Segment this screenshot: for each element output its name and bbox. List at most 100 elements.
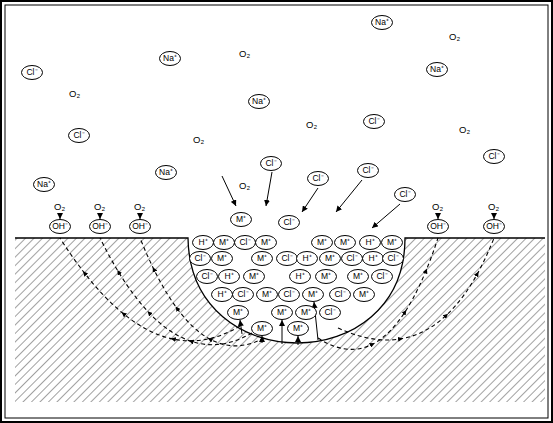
oxygen-label: O₂: [239, 181, 250, 191]
ion-ellipse: [277, 251, 298, 265]
electron-arrowhead: [173, 339, 175, 340]
ion-symbol: M⁺: [347, 269, 369, 284]
electron-arrowhead: [371, 344, 373, 346]
ion-symbol: M⁺: [251, 251, 273, 266]
ion-symbol: Cl⁻: [189, 251, 211, 266]
ion-circle: Cl⁻: [234, 235, 256, 250]
ion-ellipse: [395, 187, 416, 201]
ion-ellipse: [261, 156, 282, 170]
ion-circle: Cl⁻: [319, 305, 341, 320]
oxygen-label: O₂: [488, 202, 499, 212]
ion-circle: OH⁻: [483, 219, 505, 234]
ion-symbol: Cl⁻: [232, 287, 254, 302]
metal-hatching: [15, 238, 545, 402]
ion-circle: H⁺: [218, 269, 240, 284]
ion-circle: Cl⁻: [21, 65, 43, 80]
oxygen-label: O₂: [193, 135, 204, 145]
ion-circle: M⁺: [271, 305, 293, 320]
ion-symbol: Cl⁻: [307, 171, 329, 186]
ion-ellipse: [383, 251, 404, 265]
ion-circle: Na⁺: [248, 94, 270, 109]
ion-ellipse: [382, 235, 403, 249]
ion-ellipse: [348, 269, 369, 283]
ion-ellipse: [279, 287, 300, 301]
electron-arrowhead: [425, 271, 427, 273]
ion-ellipse: [303, 287, 324, 301]
electron-arrowhead: [191, 341, 193, 343]
inner-frame: [5, 5, 548, 418]
ion-circle: OH⁻: [129, 219, 151, 234]
ion-circle: Na⁺: [33, 177, 55, 192]
ion-arrow: [302, 188, 318, 212]
ion-ellipse: [50, 219, 71, 233]
ion-ellipse: [372, 15, 393, 29]
electron-arrowhead: [149, 313, 150, 314]
ion-ellipse: [297, 251, 318, 265]
ion-ellipse: [130, 219, 151, 233]
ion-symbol: OH⁻: [483, 219, 505, 234]
electron-arrowhead: [85, 273, 86, 275]
ion-circle: Cl⁻: [307, 171, 329, 186]
ion-circle: M⁺: [251, 251, 273, 266]
oxygen-label: O₂: [306, 120, 317, 130]
ion-ellipse: [372, 269, 393, 283]
ion-symbol: Na⁺: [426, 62, 448, 77]
ion-circle: Cl⁻: [363, 114, 385, 129]
ion-circle: Na⁺: [371, 15, 393, 30]
ion-circle: M⁺: [381, 235, 403, 250]
ion-circle: M⁺: [319, 251, 341, 266]
oxygen-label: O₂: [459, 125, 470, 135]
ion-circle: Cl⁻: [189, 251, 211, 266]
electron-arrowhead: [210, 339, 212, 341]
ion-ellipse: [279, 215, 300, 229]
ion-ellipse: [484, 149, 505, 163]
oxygen-label: O₂: [69, 89, 80, 99]
ion-circle: Cl⁻: [357, 163, 379, 178]
ion-symbol: M⁺: [256, 287, 278, 302]
ion-arrow: [298, 336, 299, 345]
ion-symbol: Cl⁻: [21, 65, 43, 80]
ion-ellipse: [484, 219, 505, 233]
ion-ellipse: [257, 287, 278, 301]
ion-symbol: Cl⁻: [329, 287, 351, 302]
ion-symbol: Na⁺: [371, 15, 393, 30]
ion-symbol: Cl⁻: [68, 128, 90, 143]
ion-circle: M⁺: [347, 269, 369, 284]
ion-symbol: M⁺: [230, 212, 252, 227]
ion-symbol: M⁺: [255, 235, 277, 250]
ion-symbol: Cl⁻: [341, 251, 363, 266]
ion-ellipse: [342, 251, 363, 265]
ion-ellipse: [272, 305, 293, 319]
ion-symbol: M⁺: [311, 235, 333, 250]
ion-symbol: Cl⁻: [382, 251, 404, 266]
ion-ellipse: [428, 219, 449, 233]
ion-ellipse: [235, 235, 256, 249]
ion-circle: Cl⁻: [341, 251, 363, 266]
ion-symbol: H⁺: [362, 251, 384, 266]
ion-ellipse: [34, 177, 55, 191]
ion-circle: M⁺: [315, 269, 337, 284]
ion-circle: OH⁻: [49, 219, 71, 234]
ion-arrow: [372, 204, 400, 228]
ion-symbol: M⁺: [319, 251, 341, 266]
ion-circle: H⁺: [296, 251, 318, 266]
ion-circle: H⁺: [359, 235, 381, 250]
ion-arrow: [60, 214, 61, 219]
ion-ellipse: [156, 165, 177, 179]
ion-symbol: M⁺: [227, 305, 249, 320]
ion-symbol: Cl⁻: [276, 251, 298, 266]
ion-ellipse: [358, 163, 379, 177]
ion-circle: H⁺: [211, 287, 233, 302]
ion-circle: M⁺: [243, 269, 265, 284]
electron-arrowhead: [153, 269, 155, 271]
ion-arrow: [282, 320, 283, 344]
ion-ellipse: [312, 235, 333, 249]
ion-circle: M⁺: [302, 287, 324, 302]
ion-symbol: M⁺: [353, 287, 375, 302]
electron-path: [60, 238, 240, 341]
ion-symbol: OH⁻: [129, 219, 151, 234]
ion-symbol: M⁺: [211, 251, 233, 266]
ion-ellipse: [252, 251, 273, 265]
ion-ellipse: [160, 51, 181, 65]
